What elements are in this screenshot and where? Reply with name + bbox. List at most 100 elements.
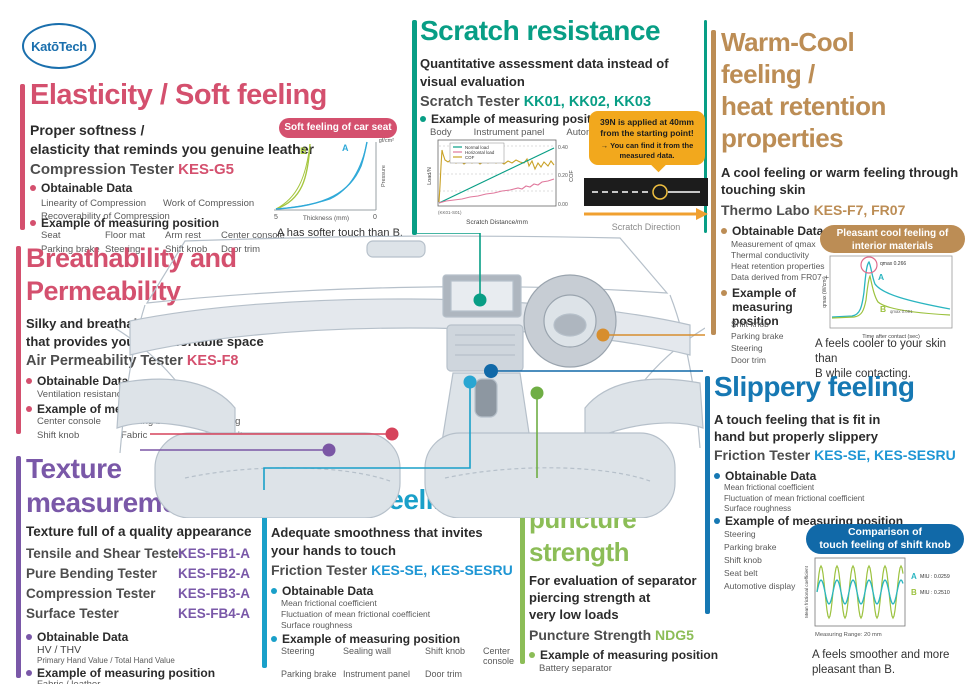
smooth-connector-line	[263, 382, 471, 490]
separator-marker-dot	[530, 386, 544, 400]
subtitle-line: hand but properly slippery	[714, 429, 878, 444]
tester-name: Puncture Strength	[529, 627, 652, 643]
title-line: Warm-Cool	[721, 27, 855, 57]
series-b-curve	[831, 274, 951, 319]
subtitle-line: visual evaluation	[420, 74, 525, 89]
position-item: Shift knob	[731, 319, 769, 329]
smooth-example-label: Example of measuring position	[271, 632, 460, 646]
obtainable-item: Recoverability of Compression	[41, 211, 170, 222]
badge-line: Comparison of	[847, 526, 923, 538]
position-item: Arm rest	[165, 230, 201, 241]
subtitle-line: Quantitative assessment data instead of	[420, 56, 669, 71]
position-item: Door trim	[425, 669, 463, 679]
scratch-callout-bubble: 39N is applied at 40mm from the starting…	[589, 111, 705, 165]
slippery-obtainable-items: Mean frictional coefficient Fluctuation …	[724, 483, 864, 515]
tester-model: KES-SE, KES-SESRU	[814, 447, 956, 463]
tester-name: Thermo Labo	[721, 202, 810, 218]
series-b-label: B	[911, 588, 917, 597]
normal-load-line	[438, 147, 555, 204]
obtainable-item: Fluctuation of mean frictional coefficie…	[724, 493, 865, 503]
separator-tester: Puncture Strength NDG5	[529, 627, 694, 643]
slippery-obtainable-label: Obtainable Data	[714, 469, 816, 483]
label-text: Obtainable Data	[37, 630, 129, 644]
label-text: Obtainable Data	[282, 584, 374, 598]
x-axis-label: Scratch Distance/mm	[466, 219, 528, 226]
warmcool-tester: Thermo Labo KES-F7, FR07	[721, 202, 905, 218]
texture-tester-list: Tensile and Shear TesterKES-FB1-A Pure B…	[26, 544, 250, 624]
elasticity-chart: B A gf/cm² Pressure 5 0 Thickness (mm)	[274, 138, 394, 222]
title-line: Permeability	[26, 276, 181, 306]
series-a-curve	[831, 260, 951, 318]
slippery-chart: A MIU : 0.0259 B MIU : 0.2510 Mean frict…	[804, 557, 950, 638]
series-a-miu: MIU : 0.0259	[920, 574, 950, 580]
tester-model: KES-F7, FR07	[813, 202, 906, 218]
smooth-obtainable-label: Obtainable Data	[271, 584, 373, 598]
position-item: Body	[430, 127, 452, 138]
breathability-tester: Air Permeability Tester KES-F8	[26, 353, 239, 369]
range-note: Measuring Range: 20 mm	[815, 632, 882, 638]
separator-section-bar	[520, 474, 525, 664]
label-text: Obtainable Data	[37, 374, 129, 388]
position-item: Battery separator	[539, 663, 612, 674]
tester-name: Air Permeability Tester	[26, 353, 183, 369]
texture-example-label: Example of measuring position	[26, 666, 215, 680]
label-text: Example of measuring position	[41, 216, 220, 230]
warmcool-example-label: Example of measuring position	[721, 286, 839, 328]
tester-model: KES-FB4-A	[178, 606, 251, 621]
tester-model: KES-FB1-A	[178, 546, 251, 561]
warmcool-caption: A feels cooler to your skin than B while…	[815, 337, 968, 382]
position-item: Steering	[281, 646, 315, 656]
scratch-section-right-bar	[704, 20, 707, 233]
warmcool-chart: qmax 0.266 A B qmax 0.091 qmax (W/cm²) T…	[822, 255, 953, 340]
texture-section-bar	[16, 456, 21, 678]
obtainable-item: Mean frictional coefficient	[724, 483, 815, 492]
subtitle-line: piercing strength at	[529, 590, 651, 605]
tester-model: KES-SE, KES-SESRU	[371, 562, 513, 578]
bullet-icon	[420, 116, 426, 122]
subtitle-line: A cool feeling or warm feeling through	[721, 165, 959, 180]
x-axis-label: Time after contact (sec)	[862, 334, 920, 340]
subtitle-line: touching skin	[721, 182, 806, 197]
label-text: Obtainable Data	[732, 224, 824, 238]
x-tick-left: 5	[274, 214, 278, 221]
tester-name: Scratch Tester	[420, 94, 520, 110]
elasticity-section-bar	[20, 84, 25, 230]
position-item: Seat	[41, 230, 61, 241]
warmcool-positions: Shift knob Parking brake Steering Door t…	[731, 318, 783, 366]
slippery-positions: Steering Parking brake Shift knob Seat b…	[724, 528, 795, 593]
position-item: Parking brake	[41, 244, 100, 255]
position-item: Steering	[731, 343, 763, 353]
position-item: Shift knob	[724, 555, 762, 565]
elasticity-title: Elasticity / Soft feeling	[30, 79, 327, 111]
smooth-subtitle: Adequate smoothness that invites your ha…	[271, 524, 483, 560]
slippery-marker-dot	[484, 364, 498, 378]
bullet-icon	[529, 652, 535, 658]
subtitle-line: A touch feeling that is fit in	[714, 412, 881, 427]
scratch-direction-arrow	[584, 208, 708, 220]
position-item: Center console	[221, 230, 285, 241]
warmcool-obtainable-label: Obtainable Data	[721, 224, 823, 238]
y2-tick: 0.40	[558, 145, 568, 151]
tester-model: KK01, KK02, KK03	[523, 94, 652, 110]
tester-model: KES-F8	[186, 353, 239, 369]
soft-feeling-badge: Soft feeling of car seat	[279, 118, 397, 138]
tester-model: KES-FB3-A	[178, 586, 251, 601]
elasticity-positions: Seat Floor mat Arm rest Center console P…	[41, 230, 291, 255]
texture-obtainable-label: Obtainable Data	[26, 630, 128, 644]
shift-knob-comparison-badge: Comparison of touch feeling of shift kno…	[806, 524, 964, 554]
tester-name: Surface Tester	[26, 606, 119, 621]
tester-name: Tensile and Shear Tester	[26, 546, 184, 561]
obtainable-item: Work of Compression	[163, 198, 255, 209]
bullet-icon	[271, 636, 277, 642]
position-item: Steering	[105, 244, 141, 255]
scratch-sample-strip	[584, 178, 708, 206]
obtainable-item: Data derived from FR07 + qmax	[731, 272, 853, 282]
obtainable-item: Surface roughness	[281, 620, 353, 630]
warmcool-marker-dot	[596, 328, 610, 342]
bullet-icon	[26, 634, 32, 640]
tester-row: Surface Tester KES-FB4-A	[26, 604, 250, 624]
subtitle-line: elasticity that reminds you genuine leat…	[30, 141, 314, 157]
